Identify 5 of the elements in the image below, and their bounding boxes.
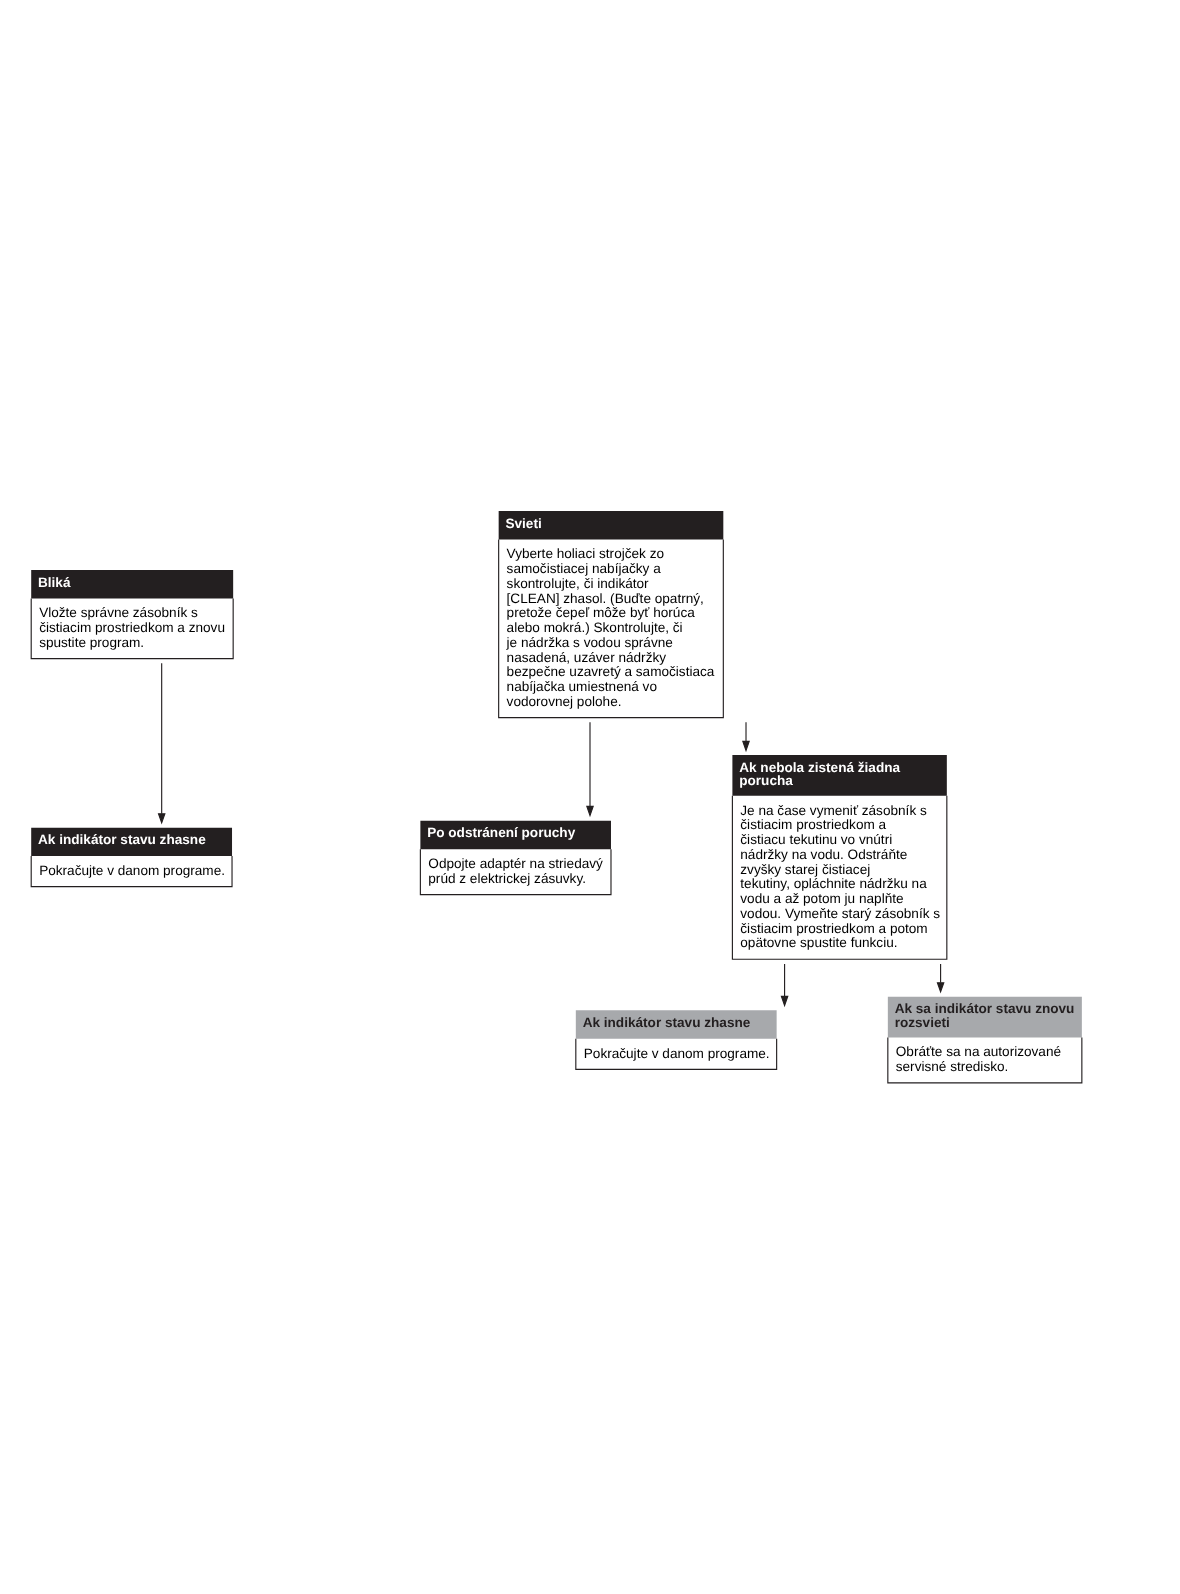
arrow <box>936 963 945 994</box>
arrow <box>742 721 750 753</box>
arrow <box>780 963 789 1008</box>
arrow <box>586 721 594 818</box>
arrow <box>157 662 166 825</box>
